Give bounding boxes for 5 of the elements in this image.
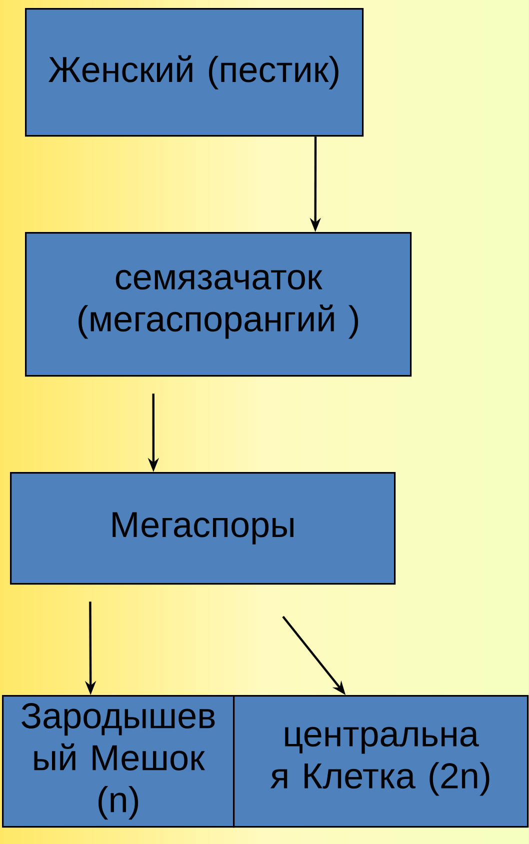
process-box: центральна я Клетка (2n) (233, 695, 529, 828)
process-box: Мегаспоры (10, 472, 396, 585)
process-box: Женский (пестик) (25, 8, 364, 137)
process-box: семязачаток (мегаспорангий ) (25, 232, 412, 377)
process-box: Зародышев ый Мешок (n) (2, 695, 235, 828)
